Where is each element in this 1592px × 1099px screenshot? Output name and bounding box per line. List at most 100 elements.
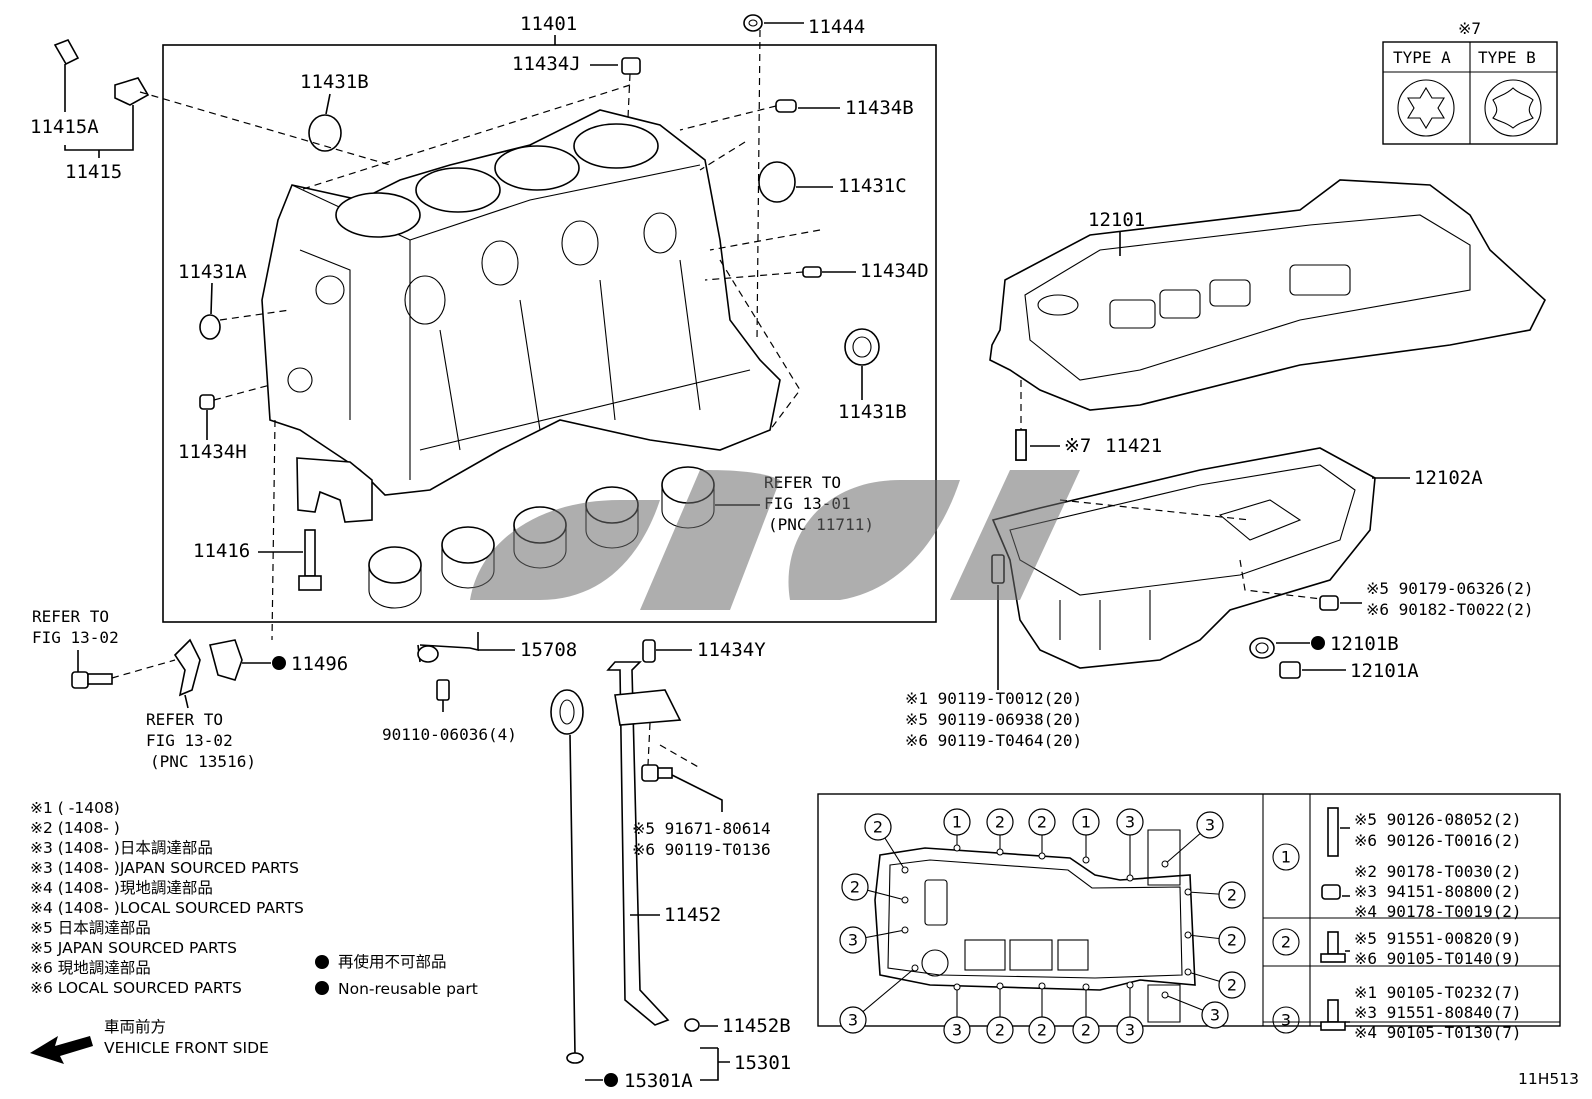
callout-number: 2 [995, 813, 1005, 832]
row1-line2: ※6 90126-T0016(2) [1354, 831, 1522, 850]
bolt-position-marker [953, 844, 961, 852]
oil-pipe-15708 [417, 632, 479, 663]
dipstick-bolt [641, 764, 673, 782]
row-id-1: 1 [1281, 848, 1291, 867]
bolt-position-marker [1038, 852, 1046, 860]
washer-11444 [743, 14, 763, 32]
bolt-refer-13-02 [71, 671, 113, 689]
bolt-location-frame [817, 793, 1561, 1027]
bolt-position-marker [953, 983, 961, 991]
label-11421-mark: ※7 [1064, 435, 1091, 457]
cylinder-block-group-frame [162, 44, 937, 623]
gasket-11496 [209, 639, 243, 681]
callout-number: 3 [952, 1021, 962, 1040]
callout-circle [1028, 1016, 1056, 1044]
callout-number: 2 [995, 1021, 1005, 1040]
oil-pan-upper-12101 [989, 179, 1546, 411]
callout-number: 2 [850, 878, 860, 897]
torx-flange-icon [1492, 87, 1534, 129]
refer-left-line1: REFER TO [32, 607, 109, 626]
label-11434y: 11434Y [697, 639, 766, 661]
callout-circle [986, 1016, 1014, 1044]
note-4: ※3 (1408- )JAPAN SOURCED PARTS [30, 859, 299, 877]
callout-circle [1201, 1001, 1229, 1029]
row1-line3: ※2 90178-T0030(2) [1354, 862, 1522, 881]
note-9: ※6 現地調達部品 [30, 959, 151, 977]
bolt-table-rows: 1 2 3 ※5 90126-08052(2) ※6 90126-T0016(2… [1272, 807, 1522, 1042]
callout-circle [1116, 1016, 1144, 1044]
non-reusable-dot-12101b [1311, 636, 1325, 650]
label-11496: 11496 [291, 653, 348, 675]
label-15301a: 15301A [624, 1070, 693, 1092]
callout-circle [1218, 971, 1246, 999]
pin-11434d [802, 266, 822, 278]
pin-11434y [642, 639, 656, 663]
label-11431b-right: 11431B [838, 401, 907, 423]
callout-circle [943, 1016, 971, 1044]
row1-line1: ※5 90126-08052(2) [1354, 810, 1522, 829]
callout-number: 3 [1125, 1021, 1135, 1040]
bolt-position-marker [1184, 931, 1192, 939]
label-11434d: 11434D [860, 260, 929, 282]
label-11421: 11421 [1105, 435, 1162, 457]
refer-left-line2: FIG 13-02 [32, 628, 119, 647]
label-11416: 11416 [193, 540, 250, 562]
row2-line2: ※6 90105-T0140(9) [1354, 949, 1522, 968]
plug-11434j [621, 57, 641, 75]
front-label-en: VEHICLE FRONT SIDE [104, 1039, 269, 1057]
callout-number: 2 [1037, 813, 1047, 832]
gasket-12101b [1249, 637, 1275, 659]
front-arrow-icon [30, 1036, 93, 1064]
callout-number: 1 [952, 813, 962, 832]
row3-line1: ※1 90105-T0232(7) [1354, 983, 1522, 1002]
note-7: ※5 日本調達部品 [30, 919, 151, 937]
callout-circle [1218, 926, 1246, 954]
torx-socket-icon [1407, 86, 1445, 130]
callout-circle [1072, 1016, 1100, 1044]
type-table: ※7 TYPE A TYPE B [1382, 19, 1558, 145]
bolt-11416 [298, 529, 322, 591]
bolt-position-marker [996, 848, 1004, 856]
callout-number: 3 [848, 1011, 858, 1030]
label-90110-06036: 90110-06036(4) [382, 725, 517, 744]
callout-number: 2 [1227, 931, 1237, 950]
callout-number: 2 [1081, 1021, 1091, 1040]
callout-circle [943, 808, 971, 836]
label-dipstick-bolt-1: ※5 91671-80614 [632, 819, 771, 838]
label-pan-nut-2: ※6 90182-T0022(2) [1366, 600, 1534, 619]
callout-circle [986, 808, 1014, 836]
bolt-position-marker [1184, 968, 1192, 976]
label-11415a: 11415A [30, 116, 99, 138]
type-b-label: TYPE B [1478, 48, 1536, 67]
callout-number: 3 [1205, 816, 1215, 835]
callout-number: 1 [1081, 813, 1091, 832]
plug-11431c [758, 161, 796, 203]
note-1: ※1 ( -1408) [30, 799, 120, 817]
label-pan-bolt-1: ※1 90119-T0012(20) [905, 689, 1082, 708]
callout-circle [864, 813, 892, 841]
callout-circle [839, 1006, 867, 1034]
bolt-icon-row2 [1327, 931, 1339, 955]
bolt-position-marker [1161, 860, 1169, 868]
bolt-position-marker [1038, 982, 1046, 990]
label-11431a: 11431A [178, 261, 247, 283]
nut-icon [1321, 884, 1341, 900]
label-dipstick-bolt-2: ※6 90119-T0136 [632, 840, 771, 859]
bolt-position-marker [996, 982, 1004, 990]
pan-nut [1319, 595, 1339, 611]
watermark-logo [470, 470, 1080, 610]
label-11401: 11401 [520, 13, 577, 35]
refer-mid-line1: REFER TO [146, 710, 223, 729]
plug-11431b-top [308, 114, 342, 152]
label-11434b: 11434B [845, 97, 914, 119]
bracket-13-02 [173, 638, 201, 697]
label-pan-bolt-3: ※6 90119-T0464(20) [905, 731, 1082, 750]
stud-bolt-icon [1327, 807, 1339, 857]
label-11434j: 11434J [512, 53, 581, 75]
seal-11431b-right [844, 328, 880, 366]
callout-circle [839, 926, 867, 954]
row1-line5: ※4 90178-T0019(2) [1354, 902, 1522, 921]
plug-11415a [53, 39, 150, 106]
